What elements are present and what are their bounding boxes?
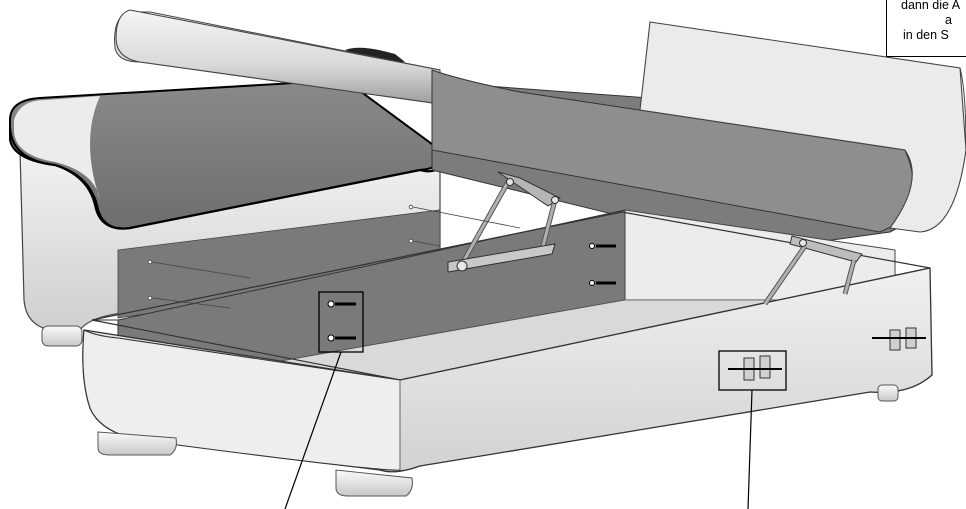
bracket-group-right (872, 327, 926, 351)
bracket-group-front (718, 350, 787, 391)
dowel-holes (147, 204, 521, 309)
screw-group-center (589, 243, 616, 286)
callout-line-2: a (945, 13, 952, 27)
callout-line-3: in den S (903, 28, 949, 42)
instruction-callout: dann die A a in den S (886, 0, 966, 57)
callout-line-1: dann die A (901, 0, 961, 12)
left-module-foot (41, 325, 83, 347)
leader-line-right (747, 389, 753, 509)
left-seat-module (8, 47, 442, 347)
front-left-foot (97, 431, 177, 456)
storage-box (82, 209, 933, 497)
lift-mechanism-right (762, 235, 863, 306)
lift-mechanism-left (447, 171, 561, 273)
front-center-foot (335, 469, 413, 497)
leader-line-left (284, 351, 342, 509)
rear-right-foot (877, 384, 899, 402)
